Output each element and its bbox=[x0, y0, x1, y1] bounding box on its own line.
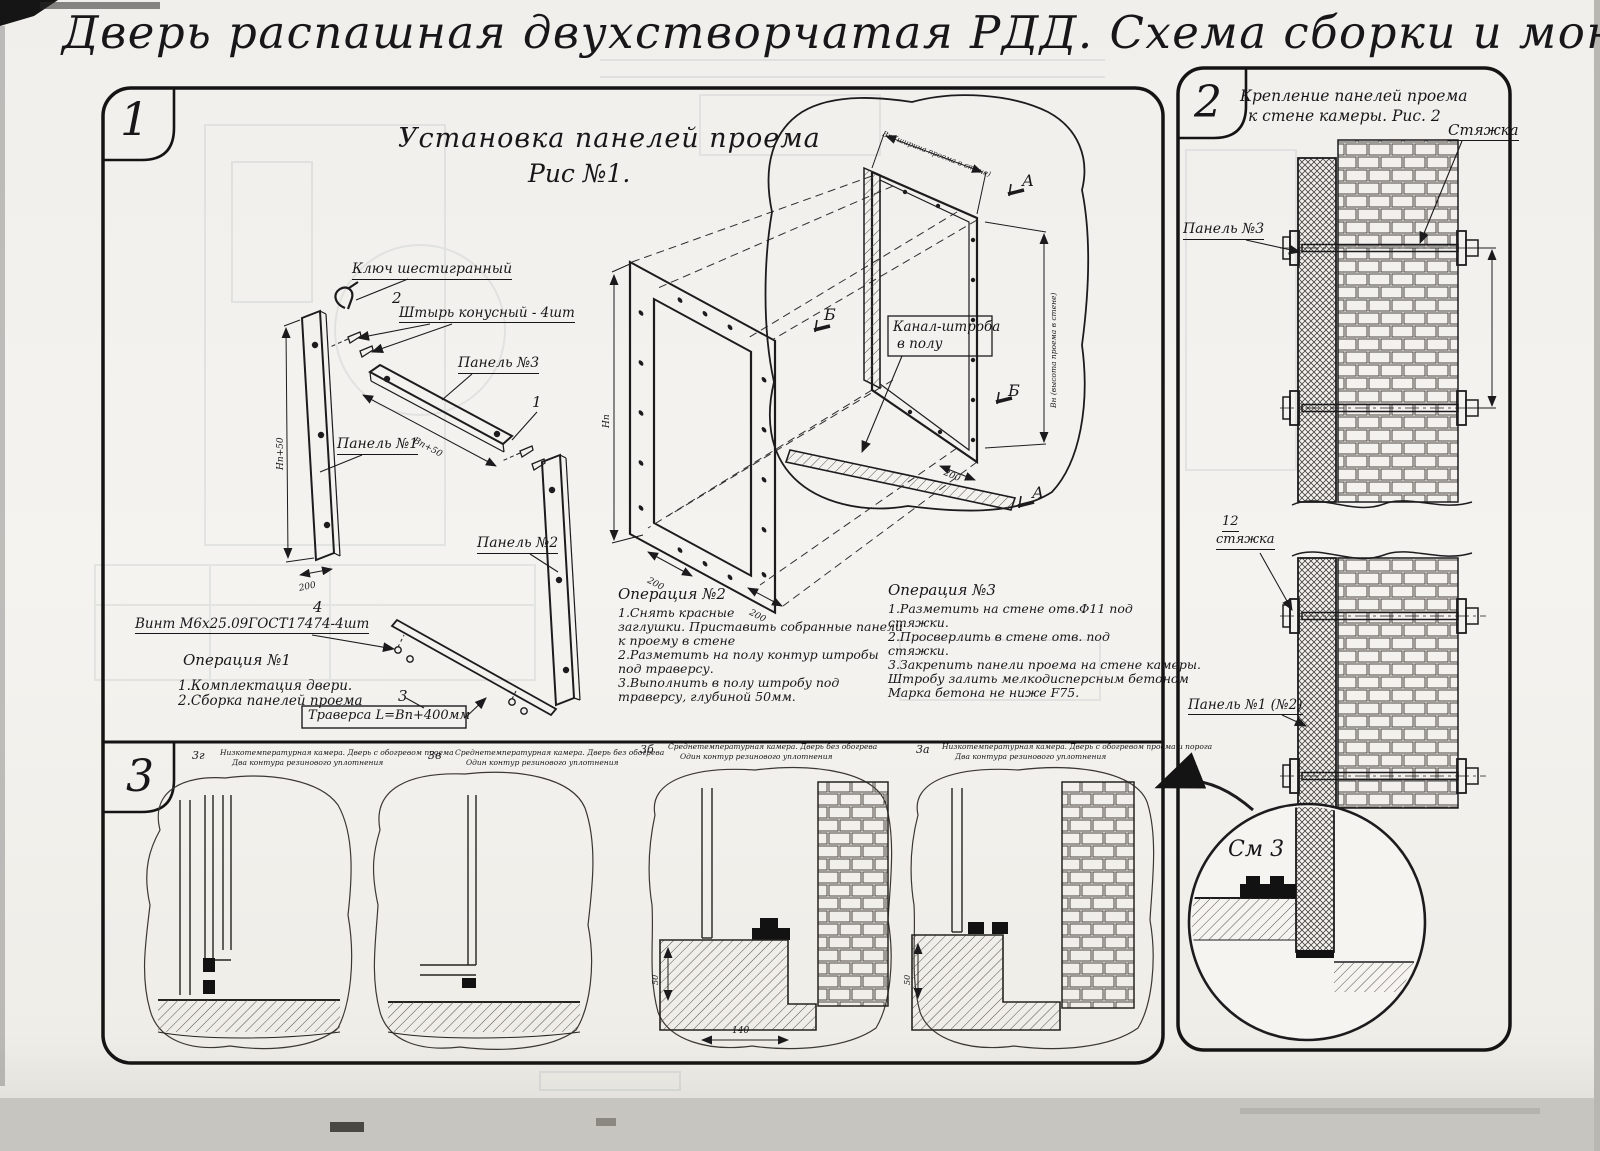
view-3v-caption1: Среднетемпературная камера. Дверь без об… bbox=[455, 748, 665, 757]
operation-2-block: Операция №2 1.Снять красные заглушки. Пр… bbox=[618, 586, 903, 704]
label-traverse: Траверса L=Вп+400мм bbox=[308, 708, 471, 723]
dim-140: 140 bbox=[732, 1026, 750, 1036]
label-s2-panel3: Панель №3 bbox=[1183, 221, 1265, 240]
op3-line: 2.Просверлить в стене отв. под bbox=[888, 628, 1110, 644]
view-3v-id: 3в bbox=[428, 749, 442, 762]
op2-title: Операция №2 bbox=[618, 585, 726, 603]
section3-detail-views bbox=[143, 767, 1155, 1050]
label-channel-line1: Канал-штроба bbox=[893, 319, 1001, 335]
section3-number: 3 bbox=[126, 751, 154, 802]
label-tie-number: 12 bbox=[1222, 514, 1239, 532]
operation-3-block: Операция №3 1.Разметить на стене отв.Ф11… bbox=[888, 582, 1201, 700]
section1-frame-view bbox=[609, 175, 978, 615]
section-marker-b-left: Б bbox=[824, 305, 836, 324]
op3-line: стяжки. bbox=[888, 642, 949, 658]
section1-wall-view bbox=[764, 94, 1089, 512]
op3-line: стяжки. bbox=[888, 614, 949, 630]
view-3g-caption1: Низкотемпературная камера. Дверь с обогр… bbox=[220, 748, 454, 757]
section1-subheading: Рис №1. bbox=[528, 159, 631, 188]
view-3g-id: 3г bbox=[192, 749, 205, 762]
section-marker-a-top: А bbox=[1022, 171, 1035, 190]
dim-50-3a: 50 bbox=[903, 974, 912, 985]
view-3a-caption2: Два контура резинового уплотнения bbox=[955, 752, 1107, 761]
panel-borders bbox=[101, 66, 1512, 1065]
op2-line: 3.Выполнить в полу штробу под bbox=[618, 674, 840, 690]
label-hex-key: Ключ шестигранный bbox=[352, 261, 513, 280]
callout-3: 3 bbox=[398, 687, 408, 705]
callout-4: 4 bbox=[313, 598, 323, 616]
dim-frame-height: Нп bbox=[602, 414, 612, 428]
dim-panel1-height: Нп+50 bbox=[276, 437, 286, 470]
op3-title: Операция №3 bbox=[888, 581, 996, 599]
section1-number: 1 bbox=[120, 92, 150, 146]
label-panel1: Панель №1 bbox=[337, 436, 419, 455]
view-3b-id: 3б bbox=[640, 743, 654, 756]
label-panel2: Панель №2 bbox=[477, 535, 559, 554]
view-3g-caption2: Два контура резинового уплотнения bbox=[232, 758, 384, 767]
op2-line: траверсу, глубиной 50мм. bbox=[618, 688, 796, 704]
callout-1: 1 bbox=[532, 393, 542, 411]
label-tie: стяжка bbox=[1216, 532, 1275, 550]
section2-heading-line2: к стене камеры. Рис. 2 bbox=[1248, 107, 1441, 125]
callout-2: 2 bbox=[392, 289, 402, 307]
view-3a-id: 3а bbox=[916, 743, 930, 756]
label-conical-pin: Штырь конусный - 4шт bbox=[399, 305, 575, 324]
section1-heading: Установка панелей проема bbox=[398, 123, 821, 154]
label-channel-line2: в полу bbox=[897, 336, 943, 352]
section2-wall-section bbox=[1154, 139, 1497, 1042]
label-see-detail-3: См 3 bbox=[1228, 837, 1285, 862]
label-tie-top: Стяжка bbox=[1448, 121, 1519, 141]
operation-1-block: Операция №1 1.Комплектация двери. 2.Сбор… bbox=[178, 651, 363, 709]
view-3v-caption2: Один контур резинового уплотнения bbox=[466, 758, 619, 767]
op1-line: 2.Сборка панелей проема bbox=[178, 692, 363, 709]
dim-50-3b: 50 bbox=[651, 974, 660, 985]
label-panel3: Панель №3 bbox=[458, 355, 540, 374]
op3-line: 3.Закрепить панели проема на стене камер… bbox=[888, 656, 1201, 672]
label-s2-panel1: Панель №1 (№2) bbox=[1188, 697, 1303, 716]
view-3a-caption1: Низкотемпературная камера. Дверь с обогр… bbox=[942, 742, 1213, 751]
section2-heading-line1: Крепление панелей проема bbox=[1240, 87, 1468, 105]
op3-line: Штробу залить мелкодисперсным бетоном bbox=[888, 670, 1189, 686]
op2-line: к проему в стене bbox=[618, 632, 736, 648]
section2-number: 2 bbox=[1194, 77, 1222, 128]
op2-line: заглушки. Приставить собранные панели bbox=[618, 618, 904, 634]
label-screw: Винт М6х25.09ГОСТ17474-4шт bbox=[135, 616, 370, 635]
op1-title: Операция №1 bbox=[183, 651, 291, 669]
section-marker-a-bottom: А bbox=[1032, 483, 1045, 502]
view-3b-caption2: Один контур резинового уплотнения bbox=[680, 752, 833, 761]
section1-exploded-view bbox=[281, 278, 581, 729]
op1-line: 1.Комплектация двери. bbox=[178, 677, 353, 694]
op2-line: 1.Снять красные bbox=[618, 604, 735, 620]
op2-line: 2.Разметить на полу контур штробы bbox=[618, 646, 879, 662]
section-marker-b-right: Б bbox=[1008, 381, 1020, 400]
op3-line: 1.Разметить на стене отв.Ф11 под bbox=[888, 600, 1133, 616]
dim-wall-height: Вн (высота проема в стене) bbox=[1049, 292, 1058, 408]
view-3b-caption1: Среднетемпературная камера. Дверь без об… bbox=[668, 742, 878, 751]
op3-line: Марка бетона не ниже F75. bbox=[888, 684, 1080, 700]
sheet-title: Дверь распашная двухстворчатая РДД. Схем… bbox=[62, 6, 1600, 59]
op2-line: под траверсу. bbox=[618, 660, 714, 676]
